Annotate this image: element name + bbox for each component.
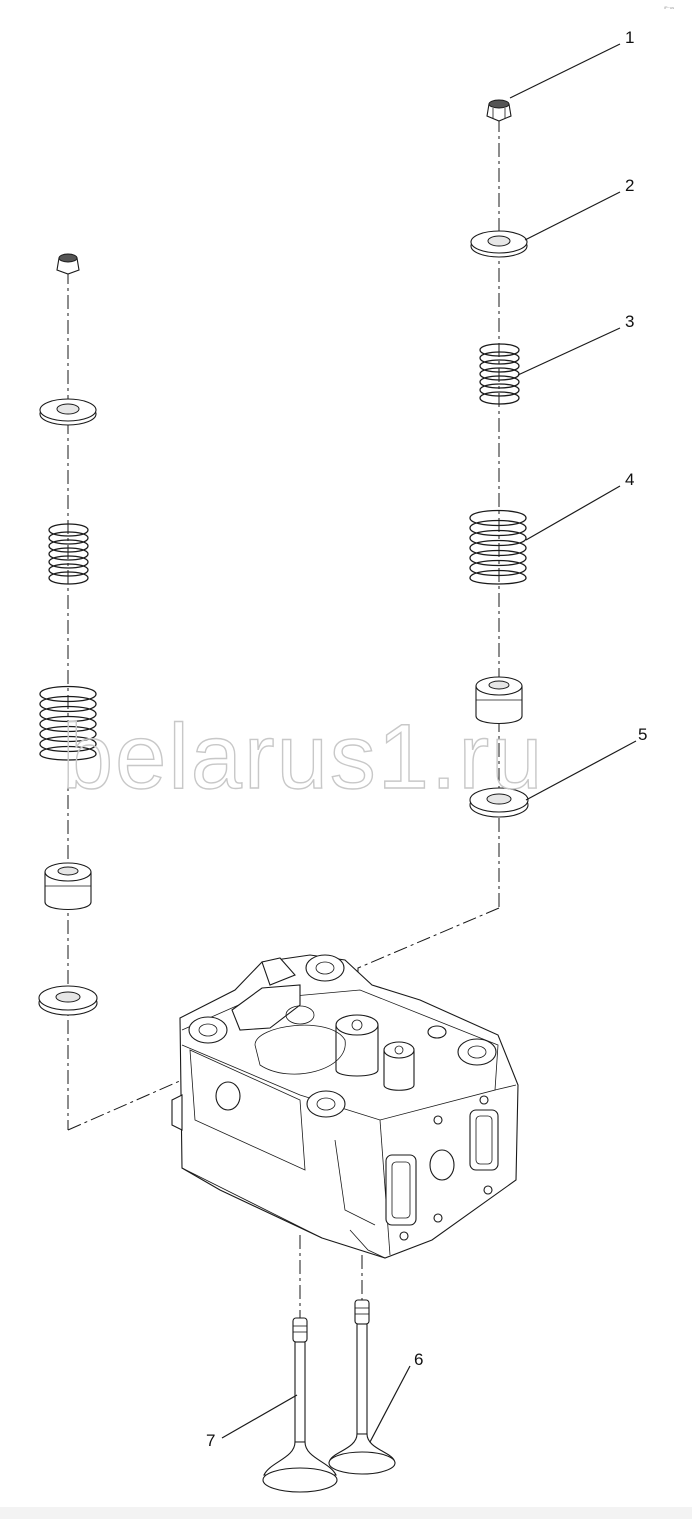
left-inner-spring [48, 523, 89, 585]
left-spring-seat-washer [38, 985, 98, 1016]
callout-label-7: 7 [206, 1431, 215, 1450]
callout-label-5: 5 [638, 725, 647, 744]
right-valve-keeper [486, 99, 512, 122]
right-valve-stem-seal [475, 676, 523, 724]
cylinder-head [171, 954, 519, 1259]
callout-label-1: 1 [625, 28, 634, 47]
callout-label-2: 2 [625, 176, 634, 195]
left-valve-stem-seal [44, 862, 92, 910]
right-spring-seat-washer [469, 787, 529, 818]
callout-label-6: 6 [414, 1350, 423, 1369]
left-outer-spring [39, 685, 97, 761]
bottom-strip [0, 1507, 692, 1519]
right-outer-spring [469, 509, 527, 585]
left-valve-keeper [56, 253, 80, 275]
callout-label-4: 4 [625, 470, 634, 489]
corner-mark: iP~us [664, 5, 674, 10]
exhaust-valve [328, 1299, 396, 1475]
watermark: belarus1.ru [62, 706, 544, 808]
callout-label-3: 3 [625, 312, 634, 331]
callout-leaders [221, 43, 637, 1443]
right-spring-retainer [470, 230, 528, 258]
intake-valve [262, 1317, 338, 1493]
left-spring-retainer [39, 398, 97, 426]
